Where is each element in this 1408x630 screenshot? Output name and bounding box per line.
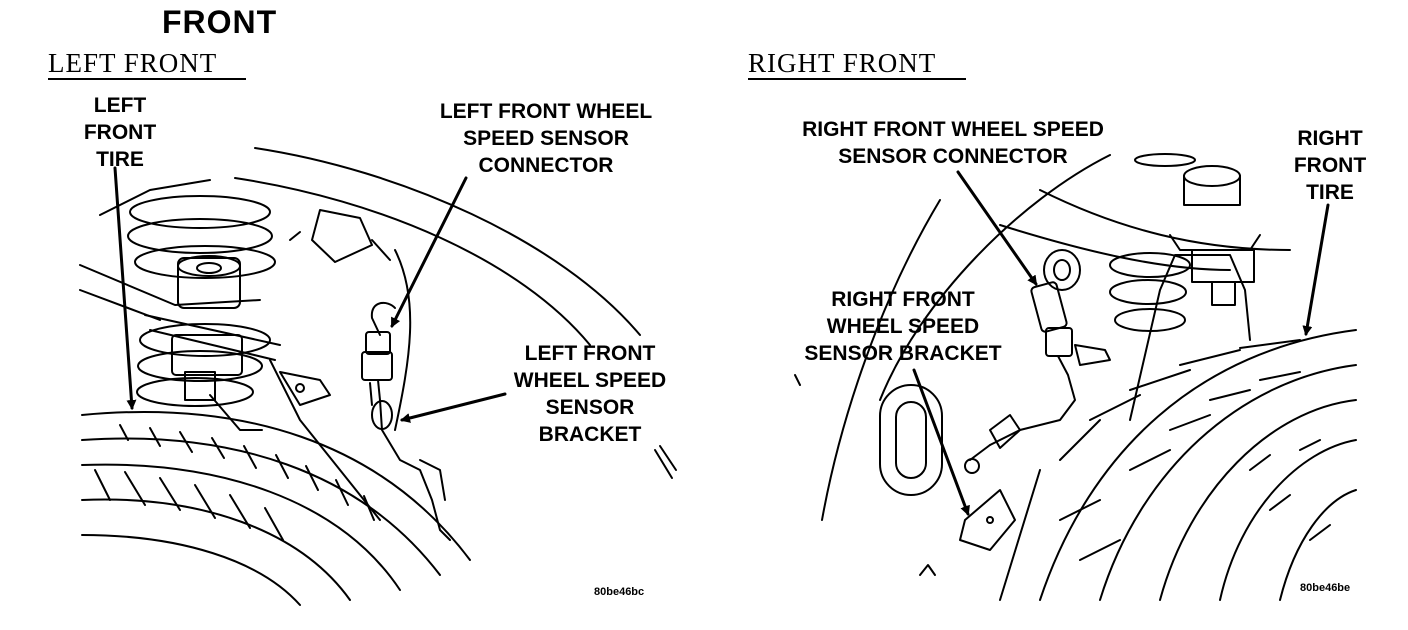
right-figure-id: 80be46be [1300, 582, 1351, 594]
right-connector-arrow [956, 170, 1038, 286]
right-coil-spring [1109, 252, 1191, 332]
page-title: FRONT [162, 4, 278, 40]
right-connector-label: RIGHT FRONT WHEEL SPEED SENSOR CONNECTOR [802, 118, 1104, 168]
left-bracket-label: LEFT FRONT WHEEL SPEED SENSOR BRACKET [513, 342, 667, 446]
right-tire-label: RIGHT FRONT TIRE [1293, 127, 1367, 204]
left-front-tire [81, 410, 471, 606]
right-section-title: RIGHT FRONT [748, 48, 937, 78]
right-bracket-arrow [912, 368, 970, 516]
right-sensor-harness [959, 281, 1111, 551]
right-front-illustration [794, 153, 1357, 601]
right-strut [1129, 153, 1261, 421]
left-section-title: LEFT FRONT [48, 48, 218, 78]
left-strut [144, 255, 281, 431]
left-connector-label: LEFT FRONT WHEEL SPEED SENSOR CONNECTOR [439, 100, 653, 177]
left-sensor-harness [361, 249, 451, 541]
right-oval-opening [879, 384, 943, 496]
left-section-underline [48, 78, 246, 80]
right-front-tire [919, 329, 1357, 601]
right-tire-arrow [1302, 203, 1330, 336]
left-bracket-arrow [400, 392, 507, 423]
right-section-underline [748, 78, 966, 80]
left-tire-label: LEFT FRONT TIRE [83, 94, 157, 171]
right-bracket-label: RIGHT FRONT WHEEL SPEED SENSOR BRACKET [804, 288, 1002, 365]
left-front-illustration [79, 147, 677, 606]
left-coil-spring [127, 195, 276, 407]
left-figure-id: 80be46bc [594, 586, 645, 598]
left-connector-arrow [390, 176, 468, 328]
left-tire-arrow [113, 166, 137, 410]
